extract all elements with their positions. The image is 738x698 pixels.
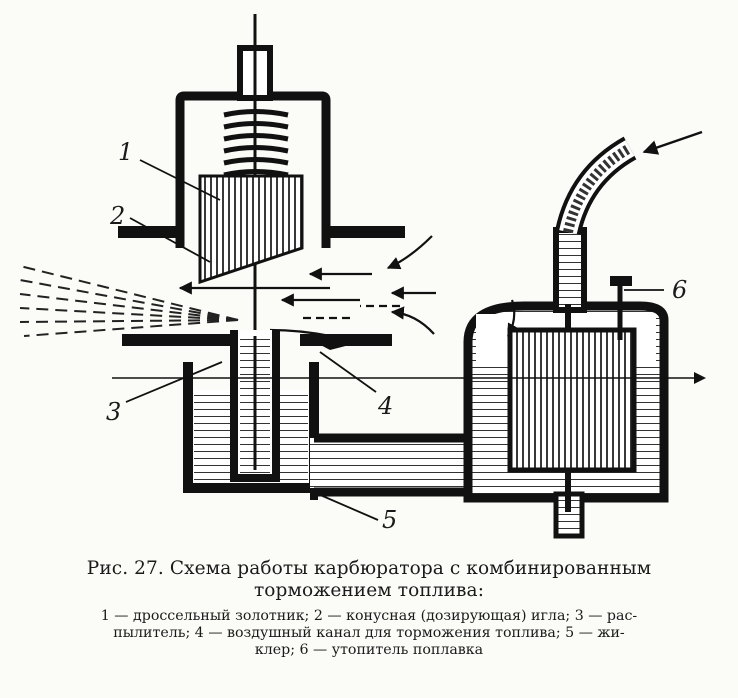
label-3: 3 — [106, 398, 121, 426]
return-spring — [223, 109, 289, 178]
leader-lines — [125, 159, 664, 521]
label-2: 2 — [109, 202, 125, 230]
spray-fan — [19, 265, 239, 337]
caption-legend-line-1: 1 — дроссельный золотник; 2 — конусная (… — [100, 608, 638, 624]
label-4: 4 — [377, 392, 393, 420]
label-5: 5 — [382, 506, 397, 534]
label-6: 6 — [672, 276, 687, 304]
caption-legend-line-3: клер; 6 — утопитель поплавка — [254, 642, 484, 658]
caption-legend-line-2: пылитель; 4 — воздушный канал для тормож… — [113, 625, 625, 641]
caption-title-line-2: торможением топлива: — [253, 580, 485, 601]
carburetor-diagram: 1 2 3 4 5 6 — [19, 14, 706, 539]
caption-title-line-1: Рис. 27. Схема работы карбюратора с комб… — [86, 558, 652, 579]
float-chamber — [463, 130, 703, 539]
throttle-slide — [198, 174, 304, 285]
figure-caption: Рис. 27. Схема работы карбюратора с комб… — [14, 558, 724, 659]
label-1: 1 — [118, 138, 133, 166]
caption-legend: 1 — дроссельный золотник; 2 — конусная (… — [14, 608, 724, 659]
mixing-chamber-body — [122, 330, 392, 493]
